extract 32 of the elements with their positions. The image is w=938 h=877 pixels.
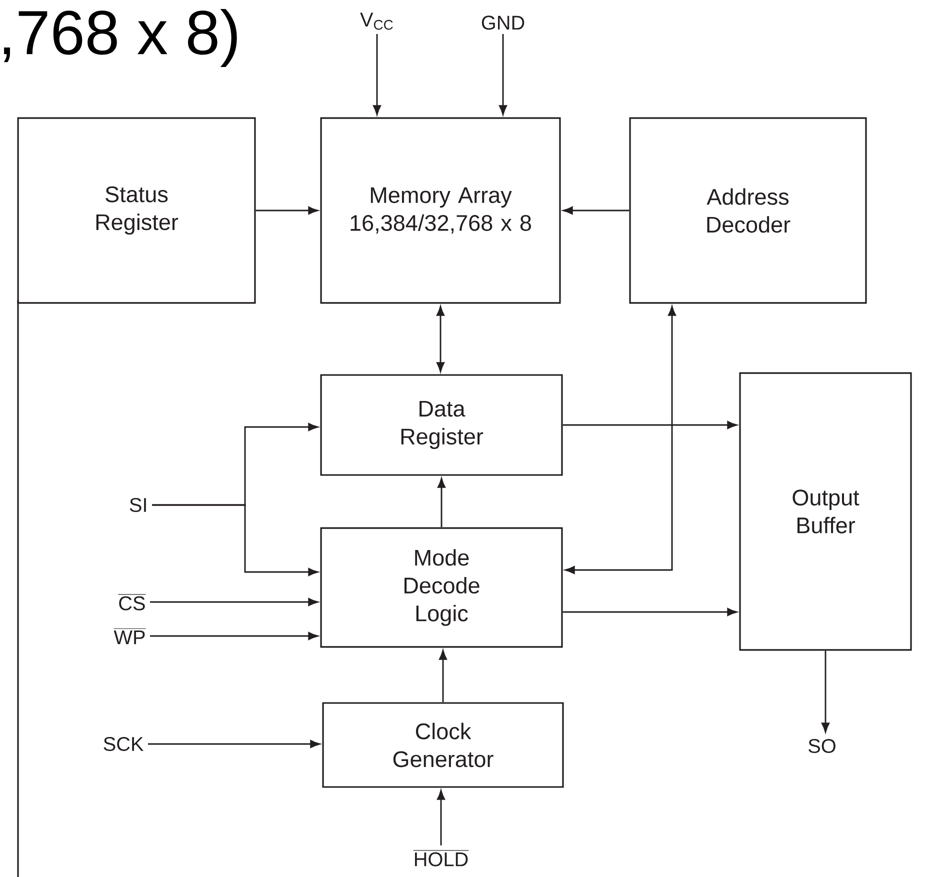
arrow xyxy=(148,740,320,748)
arrow xyxy=(150,632,318,640)
pin-label: SCK xyxy=(104,736,144,752)
block-box: Memory Array 16,384/32,768 x 8 xyxy=(320,117,561,304)
pin-label: V$_{CC}$ xyxy=(360,12,393,30)
pin-label: GND xyxy=(482,16,524,30)
arrow xyxy=(256,206,318,214)
arrow xyxy=(437,790,445,846)
block-box: Status Register xyxy=(17,117,256,304)
arrow xyxy=(436,306,444,372)
arrow xyxy=(373,34,381,115)
arrow xyxy=(438,478,446,528)
pin-label: SI xyxy=(130,498,146,512)
pin-label: WP xyxy=(113,628,146,644)
arrow xyxy=(563,206,630,214)
arrow xyxy=(562,608,737,616)
arrow xyxy=(562,421,737,429)
block-box: Mode Decode Logic xyxy=(320,527,563,648)
block-box: Output Buffer xyxy=(739,372,912,651)
pin-label: SO xyxy=(808,738,836,754)
pin-label: HOLD xyxy=(413,850,469,866)
arrow xyxy=(565,306,676,574)
pin-label: CS xyxy=(118,594,146,610)
arrow xyxy=(439,650,447,702)
arrow xyxy=(822,650,830,732)
block-box: Clock Generator xyxy=(322,702,564,788)
arrow xyxy=(150,598,318,606)
title: ,768 x 8) xyxy=(4,8,237,68)
block-box: Address Decoder xyxy=(629,117,867,304)
block-box: Data Register xyxy=(320,374,563,476)
arrow xyxy=(152,504,318,576)
arrow xyxy=(499,34,507,115)
